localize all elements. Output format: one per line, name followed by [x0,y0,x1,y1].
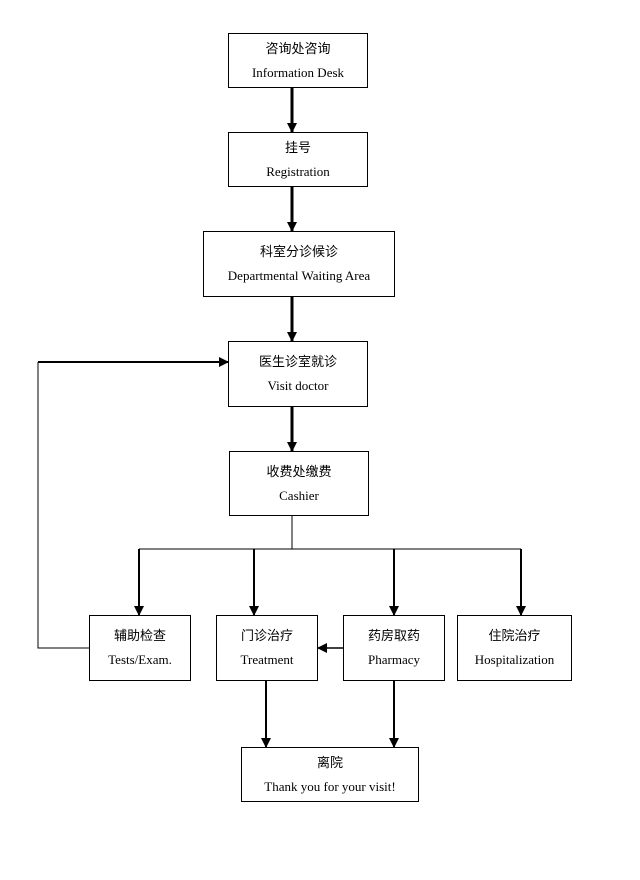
node-zh-label: 药房取药 [367,629,420,644]
node-en-label: Departmental Waiting Area [227,268,371,283]
node-tests-exam: 辅助检查 Tests/Exam. [89,615,191,681]
node-zh-label: 门诊治疗 [240,629,293,644]
node-treatment: 门诊治疗 Treatment [216,615,318,681]
node-pharmacy: 药房取药 Pharmacy [343,615,445,681]
node-en-label: Thank you for your visit! [264,778,396,794]
loop-tests-to-visit [37,362,89,649]
node-en-label: Hospitalization [474,652,555,667]
node-en-label: Cashier [279,487,319,503]
node-cashier: 收费处缴费 Cashier [229,451,369,516]
node-zh-label: 辅助检查 [113,629,166,644]
node-zh-label: 收费处缴费 [266,464,332,480]
node-en-label: Visit doctor [267,378,329,393]
node-zh-label: 离院 [316,755,343,771]
node-zh-label: 医生诊室就诊 [258,355,337,370]
node-zh-label: 住院治疗 [488,629,541,644]
node-en-label: Pharmacy [368,652,420,667]
node-zh-label: 咨询处咨询 [265,41,331,57]
node-en-label: Information Desk [251,64,345,80]
node-zh-label: 挂号 [284,140,311,156]
node-en-label: Treatment [240,652,294,667]
node-registration: 挂号 Registration [228,132,368,187]
node-en-label: Tests/Exam. [108,652,172,667]
node-waiting-area: 科室分诊候诊 Departmental Waiting Area [203,231,395,297]
node-en-label: Registration [266,163,330,179]
node-zh-label: 科室分诊候诊 [259,245,338,260]
node-visit-doctor: 医生诊室就诊 Visit doctor [228,341,368,407]
node-hospitalization: 住院治疗 Hospitalization [457,615,572,681]
node-leave-hospital: 离院 Thank you for your visit! [241,747,419,802]
node-information-desk: 咨询处咨询 Information Desk [228,33,368,88]
